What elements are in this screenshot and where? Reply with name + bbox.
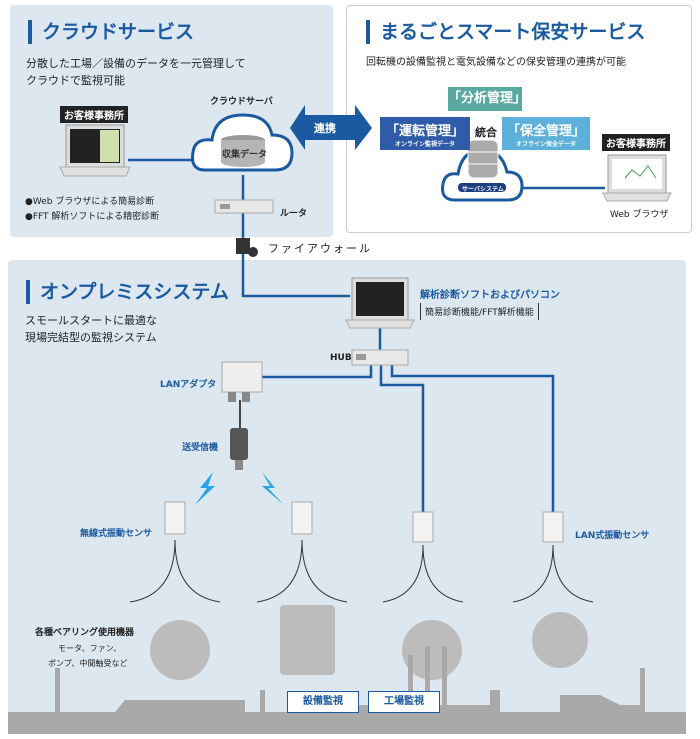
- wireless-sensor-label: 無線式振動センサ: [80, 529, 153, 539]
- router-label: ルータ: [280, 209, 308, 219]
- server-system-icon: [441, 139, 524, 202]
- pc-label: 解析診断ソフトおよびパソコン: [420, 290, 560, 301]
- cloud-service-desc-2: クラウドで監視可能: [26, 74, 125, 87]
- lan-sensor-label: LAN式振動センサ: [575, 531, 650, 541]
- onpremise-desc-2: 現場完結型の監視システム: [25, 331, 157, 344]
- bullet-web: ●Web ブラウザによる簡易診断: [25, 197, 155, 207]
- wireless-sensor-icon: [164, 501, 186, 535]
- equipment-monitoring-button[interactable]: 設備監視: [287, 691, 359, 713]
- office-label-smart: お客様事務所: [602, 134, 670, 151]
- hub-label: HUB: [330, 353, 352, 363]
- factory-monitoring-button[interactable]: 工場監視: [368, 691, 440, 713]
- operation-sub-label: オンライン監視データ: [394, 141, 455, 148]
- laptop-icon-smart-office: [602, 154, 672, 202]
- integration-label: 統合: [475, 126, 497, 139]
- lan-adapter-label: LANアダプタ: [160, 380, 217, 390]
- machines: [150, 605, 588, 680]
- cloud-service-title: クラウドサービス: [28, 20, 194, 44]
- wireless-signal-icon: [195, 472, 215, 505]
- laptop-icon-cloud-office: [59, 124, 131, 177]
- office-label-cloud: お客様事務所: [60, 106, 128, 123]
- operation-management-box: 「運転管理」オンライン監視データ: [380, 117, 470, 150]
- line-hub-adapter: [262, 365, 373, 379]
- machines-note-2: ポンプ、中間軸受など: [48, 659, 128, 668]
- smart-service-desc: 回転機の設備監視と電気設備などの保安管理の連携が可能: [366, 57, 626, 68]
- motor-icon: [150, 620, 210, 680]
- smart-service-title: まるごとスマート保安サービス: [366, 20, 645, 44]
- server-system-label: サーバシステム: [462, 186, 504, 193]
- maintenance-sub-label: オフライン保全データ: [515, 141, 576, 148]
- maintenance-label: 「保全管理」: [506, 124, 585, 139]
- operation-label: 「運転管理」: [385, 124, 464, 139]
- cloud-server-label: クラウドサーバ: [210, 97, 273, 107]
- transceiver-label: 送受信機: [182, 443, 219, 453]
- firewall-icon: [236, 238, 258, 257]
- pc-functions: 簡易診断機能/FFT解析機能: [420, 303, 539, 320]
- line-hub-sensor4: [390, 365, 555, 512]
- laptop-icon-onpremise-pc: [345, 277, 415, 329]
- collected-data-label: 収集データ: [222, 150, 268, 160]
- lan-adapter-icon: [221, 361, 263, 402]
- bullet-fft: ●FFT 解析ソフトによる精密診断: [25, 212, 160, 222]
- maintenance-management-box: 「保全管理」オフライン保全データ: [502, 117, 590, 150]
- sensors: [164, 501, 564, 543]
- line-cloud-pc: [241, 175, 350, 298]
- factory-silhouette: [8, 646, 686, 734]
- network-lines: [128, 158, 605, 512]
- web-browser-label: Web ブラウザ: [610, 210, 669, 220]
- analysis-management-box: 「分析管理」: [448, 87, 526, 111]
- link-arrow-icon: [290, 105, 372, 150]
- firewall-label: ファイアウォール: [268, 242, 372, 255]
- analysis-label: 「分析管理」: [448, 91, 527, 106]
- line-hub-sensor3: [379, 365, 425, 512]
- router-icon: [214, 199, 274, 214]
- lan-sensor-icon: [412, 511, 434, 543]
- link-label: 連携: [314, 122, 336, 135]
- cloud-service-desc-1: 分散した工場／設備のデータを一元管理して: [26, 57, 246, 70]
- pump-icon: [532, 612, 588, 668]
- onpremise-desc-1: スモールスタートに最適な: [25, 314, 157, 327]
- fan-unit-icon: [280, 605, 335, 675]
- hub-icon: [351, 349, 409, 366]
- cloud-server-icon: [191, 113, 294, 172]
- lan-sensor-icon: [542, 511, 564, 543]
- wireless-sensor-icon: [291, 501, 313, 535]
- machines-note-1: モータ、ファン、: [58, 644, 122, 653]
- sensor-cables: [129, 539, 594, 603]
- wireless-signal-icon: [262, 472, 284, 505]
- machines-label: 各種ベアリング使用機器: [35, 628, 135, 638]
- transceiver-icon: [230, 428, 248, 470]
- onpremise-title: オンプレミスシステム: [26, 280, 229, 304]
